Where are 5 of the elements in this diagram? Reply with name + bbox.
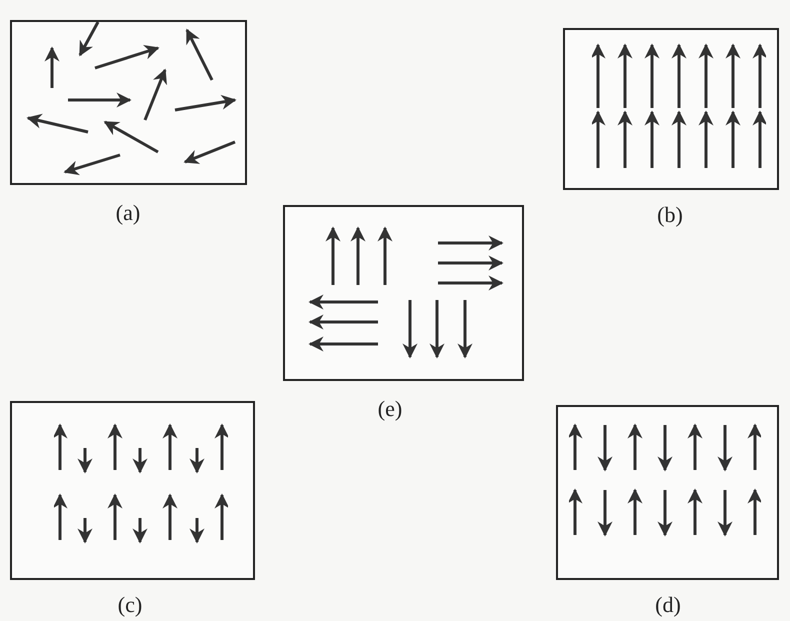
panel-label: (d) (655, 592, 681, 618)
panel-label: (a) (116, 200, 140, 226)
panel-label: (e) (378, 396, 402, 422)
panel-label: (c) (118, 592, 142, 618)
panel-label: (b) (657, 202, 683, 228)
